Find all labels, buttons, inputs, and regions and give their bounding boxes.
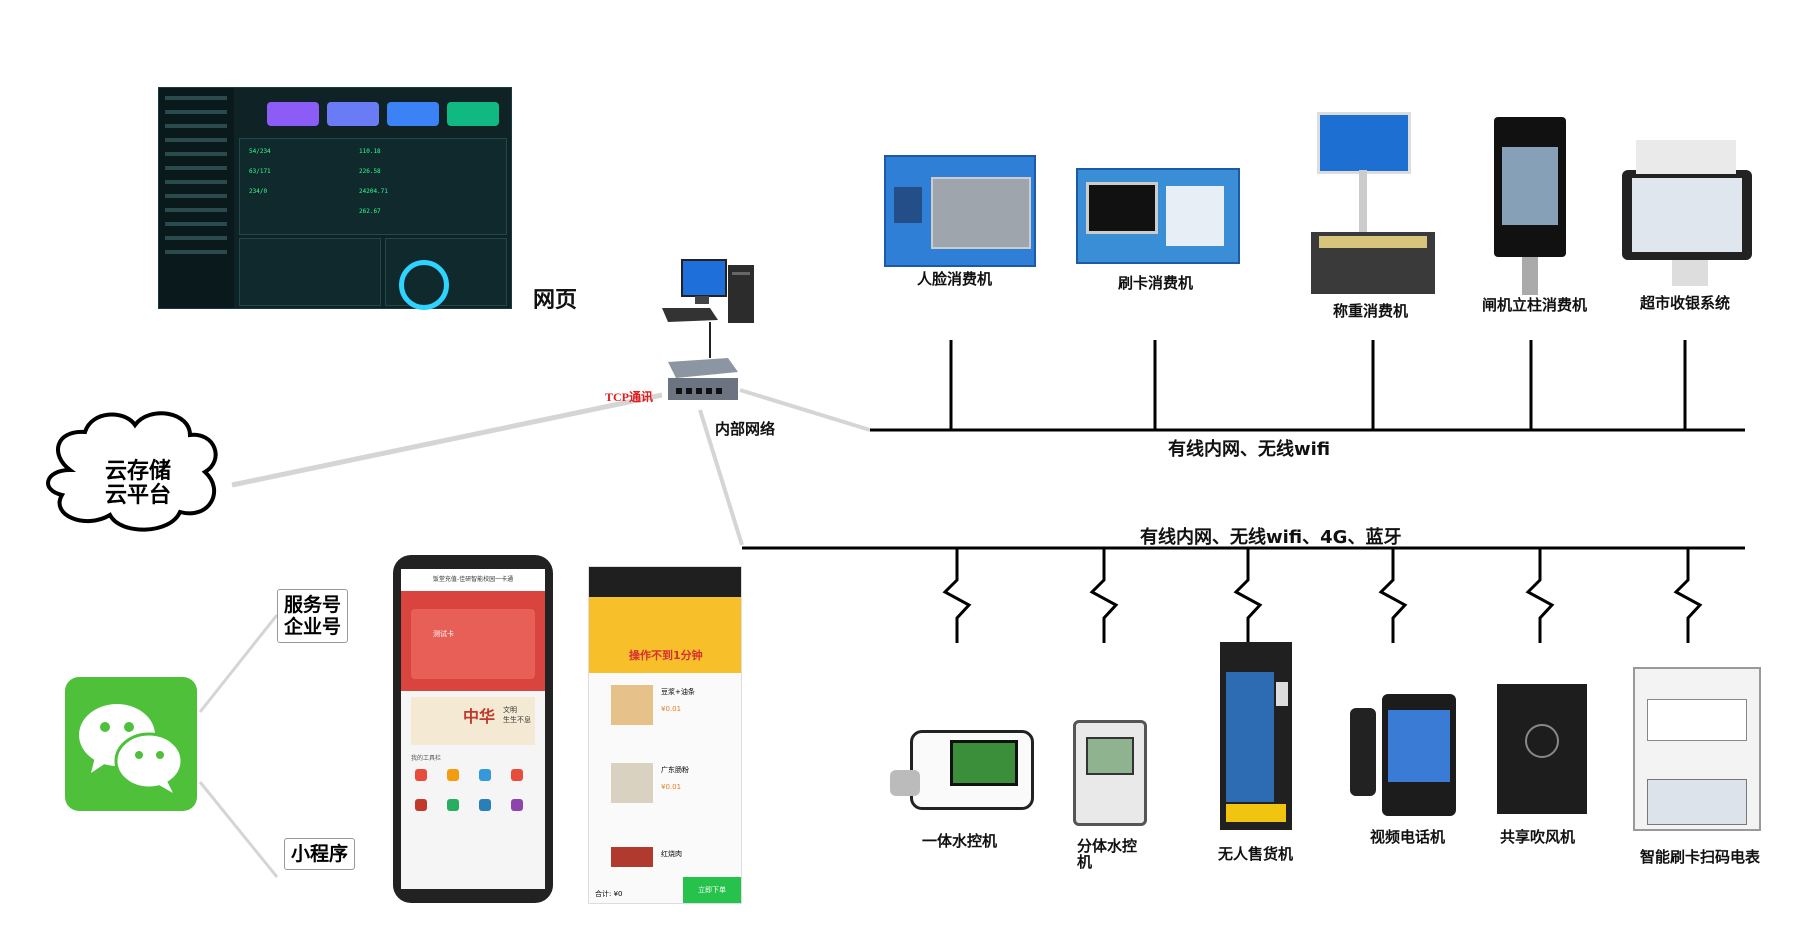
top-device-label-3: 称重消费机	[1333, 302, 1409, 320]
top-device-label-2: 刷卡消费机	[1118, 274, 1194, 292]
phone-banner-text: 中华	[463, 707, 496, 726]
mini-program-box: 小程序	[284, 838, 356, 870]
face-consumption-machine	[884, 155, 1036, 267]
phone-header: 饭堂充值-佳研智能校园一卡通	[401, 569, 545, 591]
video-phone	[1350, 694, 1458, 816]
cloud-label: 云存储 云平台	[98, 460, 178, 508]
mini-item1: 豆浆+油条	[661, 688, 695, 696]
smart-card-electric-meter	[1633, 667, 1761, 831]
bottom-device-label-2: 分体水控 机	[1077, 838, 1137, 870]
cloud-label-line2: 云平台	[104, 483, 171, 508]
cloud-label-line1: 云存储	[104, 459, 171, 484]
mini-program-screen: 操作不到1分钟 豆浆+油条 ¥0.01 广东肠粉 ¥0.01 红烧肉 合计: ¥…	[588, 566, 742, 904]
phone-banner-sub1: 文明	[503, 706, 517, 714]
bottom-device-label-2b: 机	[1077, 853, 1093, 871]
mini-price2: ¥0.01	[661, 783, 682, 791]
network-switch-icon	[668, 358, 738, 400]
miniprogram-link	[198, 781, 279, 878]
service-link	[198, 614, 279, 713]
phone-card-label: 测试卡	[433, 630, 454, 638]
gate-pillar-consumption-machine	[1494, 117, 1568, 295]
cloud-link	[231, 392, 663, 488]
mini-order-button: 立即下单	[683, 877, 741, 903]
web-dashboard: 54/234 63/171 234/0 110.18 226.58 24204.…	[158, 87, 512, 310]
integrated-water-controller	[890, 730, 1034, 810]
bottom-device-label-4: 视频电话机	[1370, 828, 1446, 846]
bottom-device-label-3: 无人售货机	[1218, 845, 1294, 863]
tcp-label: TCP通讯	[605, 390, 654, 404]
service-account-label: 服务号	[284, 594, 342, 616]
phone-device: 饭堂充值-佳研智能校园一卡通 测试卡 中华 文明 生生不息 我的工具栏	[393, 555, 553, 903]
mini-price1: ¥0.01	[661, 705, 682, 713]
enterprise-account-label: 企业号	[284, 616, 342, 638]
bottom-device-label-1: 一体水控机	[922, 832, 998, 850]
supermarket-cashier-system	[1622, 140, 1752, 290]
mini-item3: 红烧肉	[661, 850, 682, 858]
webpage-label: 网页	[533, 288, 578, 313]
top-device-label-5: 超市收银系统	[1640, 294, 1731, 312]
bottom-device-label-6: 智能刷卡扫码电表	[1640, 848, 1761, 866]
top-bus-link	[739, 388, 871, 432]
split-water-controller	[1073, 720, 1147, 826]
computer-icon	[662, 259, 754, 323]
mini-item2: 广东肠粉	[661, 766, 689, 774]
card-consumption-machine	[1076, 168, 1240, 264]
mini-banner: 操作不到1分钟	[629, 649, 703, 662]
phone-banner-sub2: 生生不息	[503, 716, 531, 724]
bottom-bus-label: 有线内网、无线wifi、4G、蓝牙	[1140, 527, 1402, 548]
bottom-device-label-2a: 分体水控	[1077, 837, 1138, 855]
top-bus-label: 有线内网、无线wifi	[1168, 439, 1331, 460]
cloud-shape	[46, 411, 218, 532]
phone-tools-label: 我的工具栏	[411, 755, 442, 762]
shared-hair-dryer	[1497, 684, 1587, 814]
wechat-icon	[65, 677, 197, 811]
bottom-bus-link	[698, 409, 744, 546]
internal-network-label: 内部网络	[715, 420, 776, 438]
service-account-box: 服务号 企业号	[277, 589, 349, 643]
top-device-label-1: 人脸消费机	[917, 270, 993, 288]
mini-total: 合计: ¥0	[595, 890, 623, 898]
bottom-device-label-5: 共享吹风机	[1500, 828, 1576, 846]
weighing-consumption-machine	[1305, 112, 1447, 297]
vending-machine	[1220, 642, 1292, 830]
mini-program-label: 小程序	[291, 843, 349, 865]
top-device-label-4: 闸机立柱消费机	[1482, 296, 1588, 314]
